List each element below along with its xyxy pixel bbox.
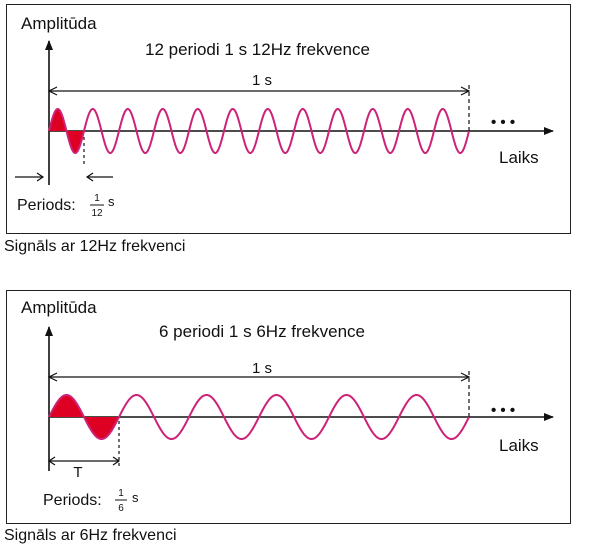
span-label: 1 s (252, 360, 272, 377)
continuation-ellipsis: • • • (491, 114, 515, 131)
period-right-arrowhead (112, 456, 121, 466)
caption-6hz: Signāls ar 6Hz frekvenci (4, 527, 177, 544)
period-left-arrowhead (36, 172, 45, 182)
span-left-arrowhead (47, 372, 58, 382)
period-fraction-numerator: 1 (118, 488, 124, 499)
period-symbol-t: T (73, 464, 82, 481)
span-label: 1 s (252, 72, 272, 89)
period-fraction-denominator: 12 (91, 208, 103, 219)
caption-12hz: Signāls ar 12Hz frekvenci (4, 238, 186, 255)
diagram-6hz-panel: Amplitūda 6 periodi 1 s 6Hz frekvence 1 … (6, 290, 571, 524)
period-fraction-denominator: 6 (118, 503, 124, 514)
period-label: Periods: (17, 197, 76, 214)
diagram-12hz-panel: Amplitūda 12 periodi 1 s 12Hz frekvence … (6, 4, 571, 234)
x-axis-label: Laiks (499, 436, 539, 455)
diagram-title: 12 periodi 1 s 12Hz frekvence (145, 40, 370, 59)
y-axis-label: Amplitūda (21, 14, 97, 33)
period-unit: s (132, 490, 139, 505)
continuation-ellipsis: • • • (491, 402, 515, 419)
diagram-12hz-svg: Amplitūda 12 periodi 1 s 12Hz frekvence … (15, 14, 554, 219)
diagram-6hz-svg: Amplitūda 6 periodi 1 s 6Hz frekvence 1 … (21, 298, 554, 514)
sine-wave-6hz (48, 394, 470, 440)
period-fraction-numerator: 1 (94, 193, 100, 204)
diagram-title: 6 periodi 1 s 6Hz frekvence (159, 322, 365, 341)
x-axis-label: Laiks (499, 148, 539, 167)
span-right-arrowhead (460, 86, 471, 96)
period-left-arrowhead (47, 456, 56, 466)
span-left-arrowhead (47, 86, 58, 96)
period-label: Periods: (43, 492, 102, 509)
period-unit: s (108, 194, 115, 209)
span-right-arrowhead (460, 372, 471, 382)
period-right-arrowhead (85, 172, 94, 182)
y-axis-label: Amplitūda (21, 298, 97, 317)
sine-wave-12hz (48, 107, 470, 155)
